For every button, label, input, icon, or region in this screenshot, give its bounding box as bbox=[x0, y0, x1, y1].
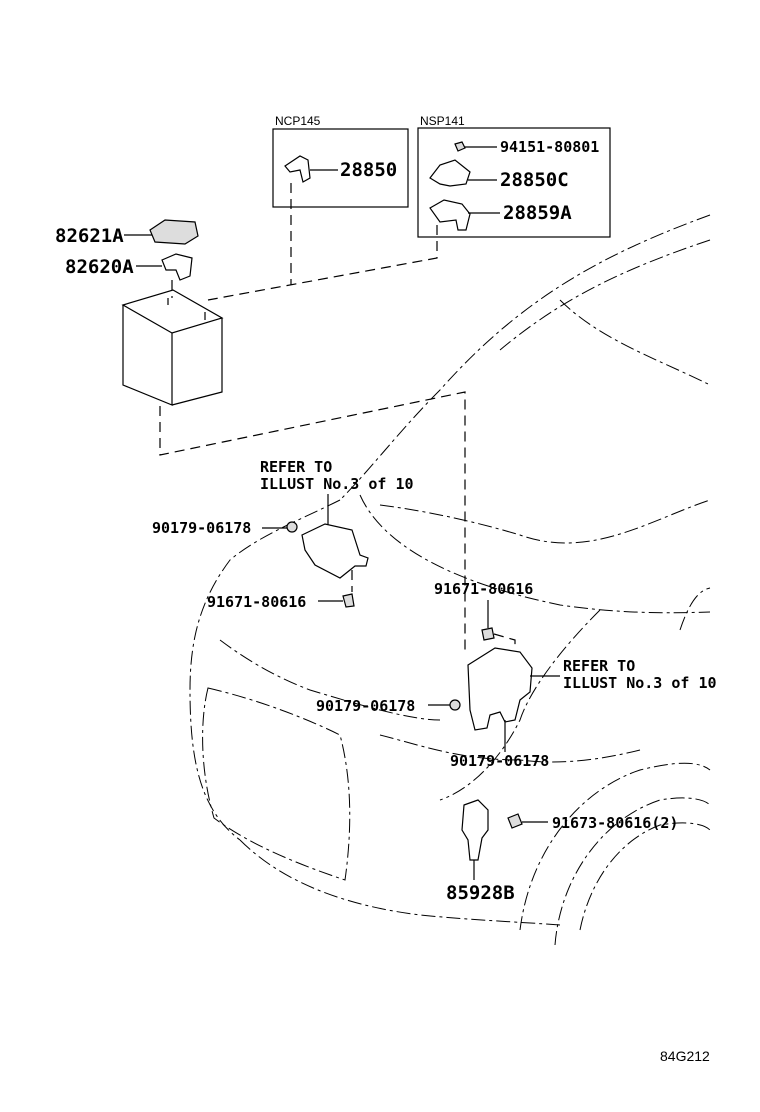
left-module-group: REFER TO ILLUST No.3 of 10 90179-06178 9… bbox=[152, 458, 414, 611]
label-82621a: 82621A bbox=[55, 225, 124, 247]
bolt-sensor-icon bbox=[507, 813, 523, 829]
part-28859a-icon bbox=[429, 199, 471, 231]
left-module-icon bbox=[301, 523, 369, 579]
nut-mid-icon bbox=[449, 699, 461, 711]
sensor-85928b-icon bbox=[461, 799, 489, 861]
refer1-line2: ILLUST No.3 of 10 bbox=[260, 475, 414, 493]
diagram-code: 84G212 bbox=[660, 1048, 710, 1064]
refer1-line1: REFER TO bbox=[260, 458, 332, 476]
label-28850: 28850 bbox=[340, 159, 397, 181]
label-90179-mid: 90179-06178 bbox=[316, 697, 415, 715]
refer2-line2: ILLUST No.3 of 10 bbox=[563, 674, 717, 692]
part-28850-icon bbox=[284, 155, 311, 183]
ncp145-box: NCP145 28850 bbox=[272, 114, 409, 208]
bolt-left-icon bbox=[342, 593, 355, 608]
label-28850c: 28850C bbox=[500, 169, 569, 191]
part-28850c-icon bbox=[429, 159, 471, 187]
sensor-group: 85928B 91673-80616(2) bbox=[446, 799, 678, 904]
label-91673: 91673-80616(2) bbox=[552, 814, 678, 832]
fuse-cover-group: 82621A 82620A bbox=[55, 219, 199, 281]
label-94151-80801: 94151-80801 bbox=[500, 138, 599, 156]
part-82621a-icon bbox=[149, 219, 199, 245]
ncp145-label: NCP145 bbox=[275, 114, 321, 128]
right-module-group: 91671-80616 REFER TO ILLUST No.3 of 10 9… bbox=[316, 580, 717, 770]
nut-left-icon bbox=[286, 521, 298, 533]
label-82620a: 82620A bbox=[65, 256, 134, 278]
battery bbox=[121, 280, 466, 650]
label-91671-right: 91671-80616 bbox=[434, 580, 533, 598]
refer2-line1: REFER TO bbox=[563, 657, 635, 675]
part-94151-icon bbox=[454, 141, 466, 152]
label-91671-left: 91671-80616 bbox=[207, 593, 306, 611]
nsp141-box: NSP141 94151-80801 28850C 28859A bbox=[417, 114, 611, 238]
label-85928b: 85928B bbox=[446, 882, 515, 904]
bolt-right-icon bbox=[481, 627, 495, 641]
label-90179-bottom: 90179-06178 bbox=[450, 752, 549, 770]
vehicle-outline bbox=[189, 214, 711, 946]
part-82620a-icon bbox=[161, 253, 193, 281]
nsp141-label: NSP141 bbox=[420, 114, 465, 128]
box-leaders bbox=[207, 183, 438, 301]
right-module-icon bbox=[467, 647, 533, 731]
label-28859a: 28859A bbox=[503, 202, 572, 224]
label-90179-left: 90179-06178 bbox=[152, 519, 251, 537]
